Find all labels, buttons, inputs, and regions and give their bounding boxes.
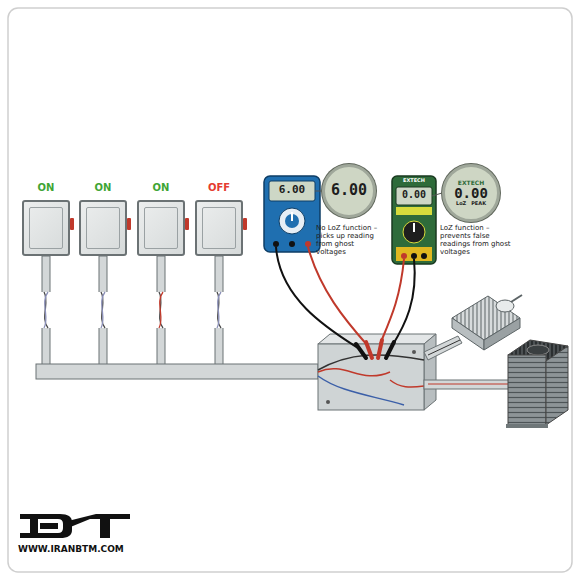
callout-note: LoZ function – prevents false readings f… <box>440 224 520 256</box>
ac-condenser <box>506 340 568 428</box>
switch-state: ON <box>95 182 112 193</box>
switch-state: ON <box>153 182 170 193</box>
load-conduits <box>424 336 510 389</box>
blue-multimeter <box>264 176 320 252</box>
magnifier-stem <box>432 193 442 196</box>
meter-text: 0.00 <box>397 189 431 201</box>
switch-door <box>86 207 120 249</box>
display-magnifier: EXTECH0.00LoZPEAK <box>442 164 500 222</box>
wires <box>44 292 221 328</box>
logo <box>20 514 130 538</box>
display-magnifier: 6.00 <box>322 164 376 218</box>
switch-handle <box>127 218 131 230</box>
motor <box>452 295 522 350</box>
junction-box <box>318 334 436 410</box>
callout-note: No LoZ function – picks up reading from … <box>316 224 386 256</box>
display-reading: 6.00 <box>331 183 367 199</box>
switch-state: OFF <box>208 182 230 193</box>
switch-state: ON <box>38 182 55 193</box>
watermark: WWW.IRANBTM.COM <box>18 544 148 554</box>
disconnect-switch: ON <box>137 200 185 256</box>
button-label: PEAK <box>471 201 486 206</box>
disconnect-switch: ON <box>22 200 70 256</box>
switch-door <box>29 207 63 249</box>
switch-handle <box>70 218 74 230</box>
wire-twists <box>40 292 225 328</box>
test-leads <box>276 247 415 348</box>
probes <box>356 340 394 358</box>
disconnect-switch: ON <box>79 200 127 256</box>
switch-handle <box>243 218 247 230</box>
button-label: LoZ <box>456 201 466 206</box>
magnifier-stem <box>315 191 322 192</box>
extech-multimeter <box>392 176 436 264</box>
switch-handle <box>185 218 189 230</box>
button-row: LoZ PEAK <box>456 201 486 206</box>
meter-text: 6.00 <box>270 184 314 197</box>
switch-door <box>202 207 236 249</box>
conduits <box>36 256 318 379</box>
disconnect-switch: OFF <box>195 200 243 256</box>
switch-door <box>144 207 178 249</box>
display-reading: 0.00 <box>454 186 488 201</box>
frame <box>8 8 572 572</box>
meter-text: EXTECH <box>396 178 432 184</box>
